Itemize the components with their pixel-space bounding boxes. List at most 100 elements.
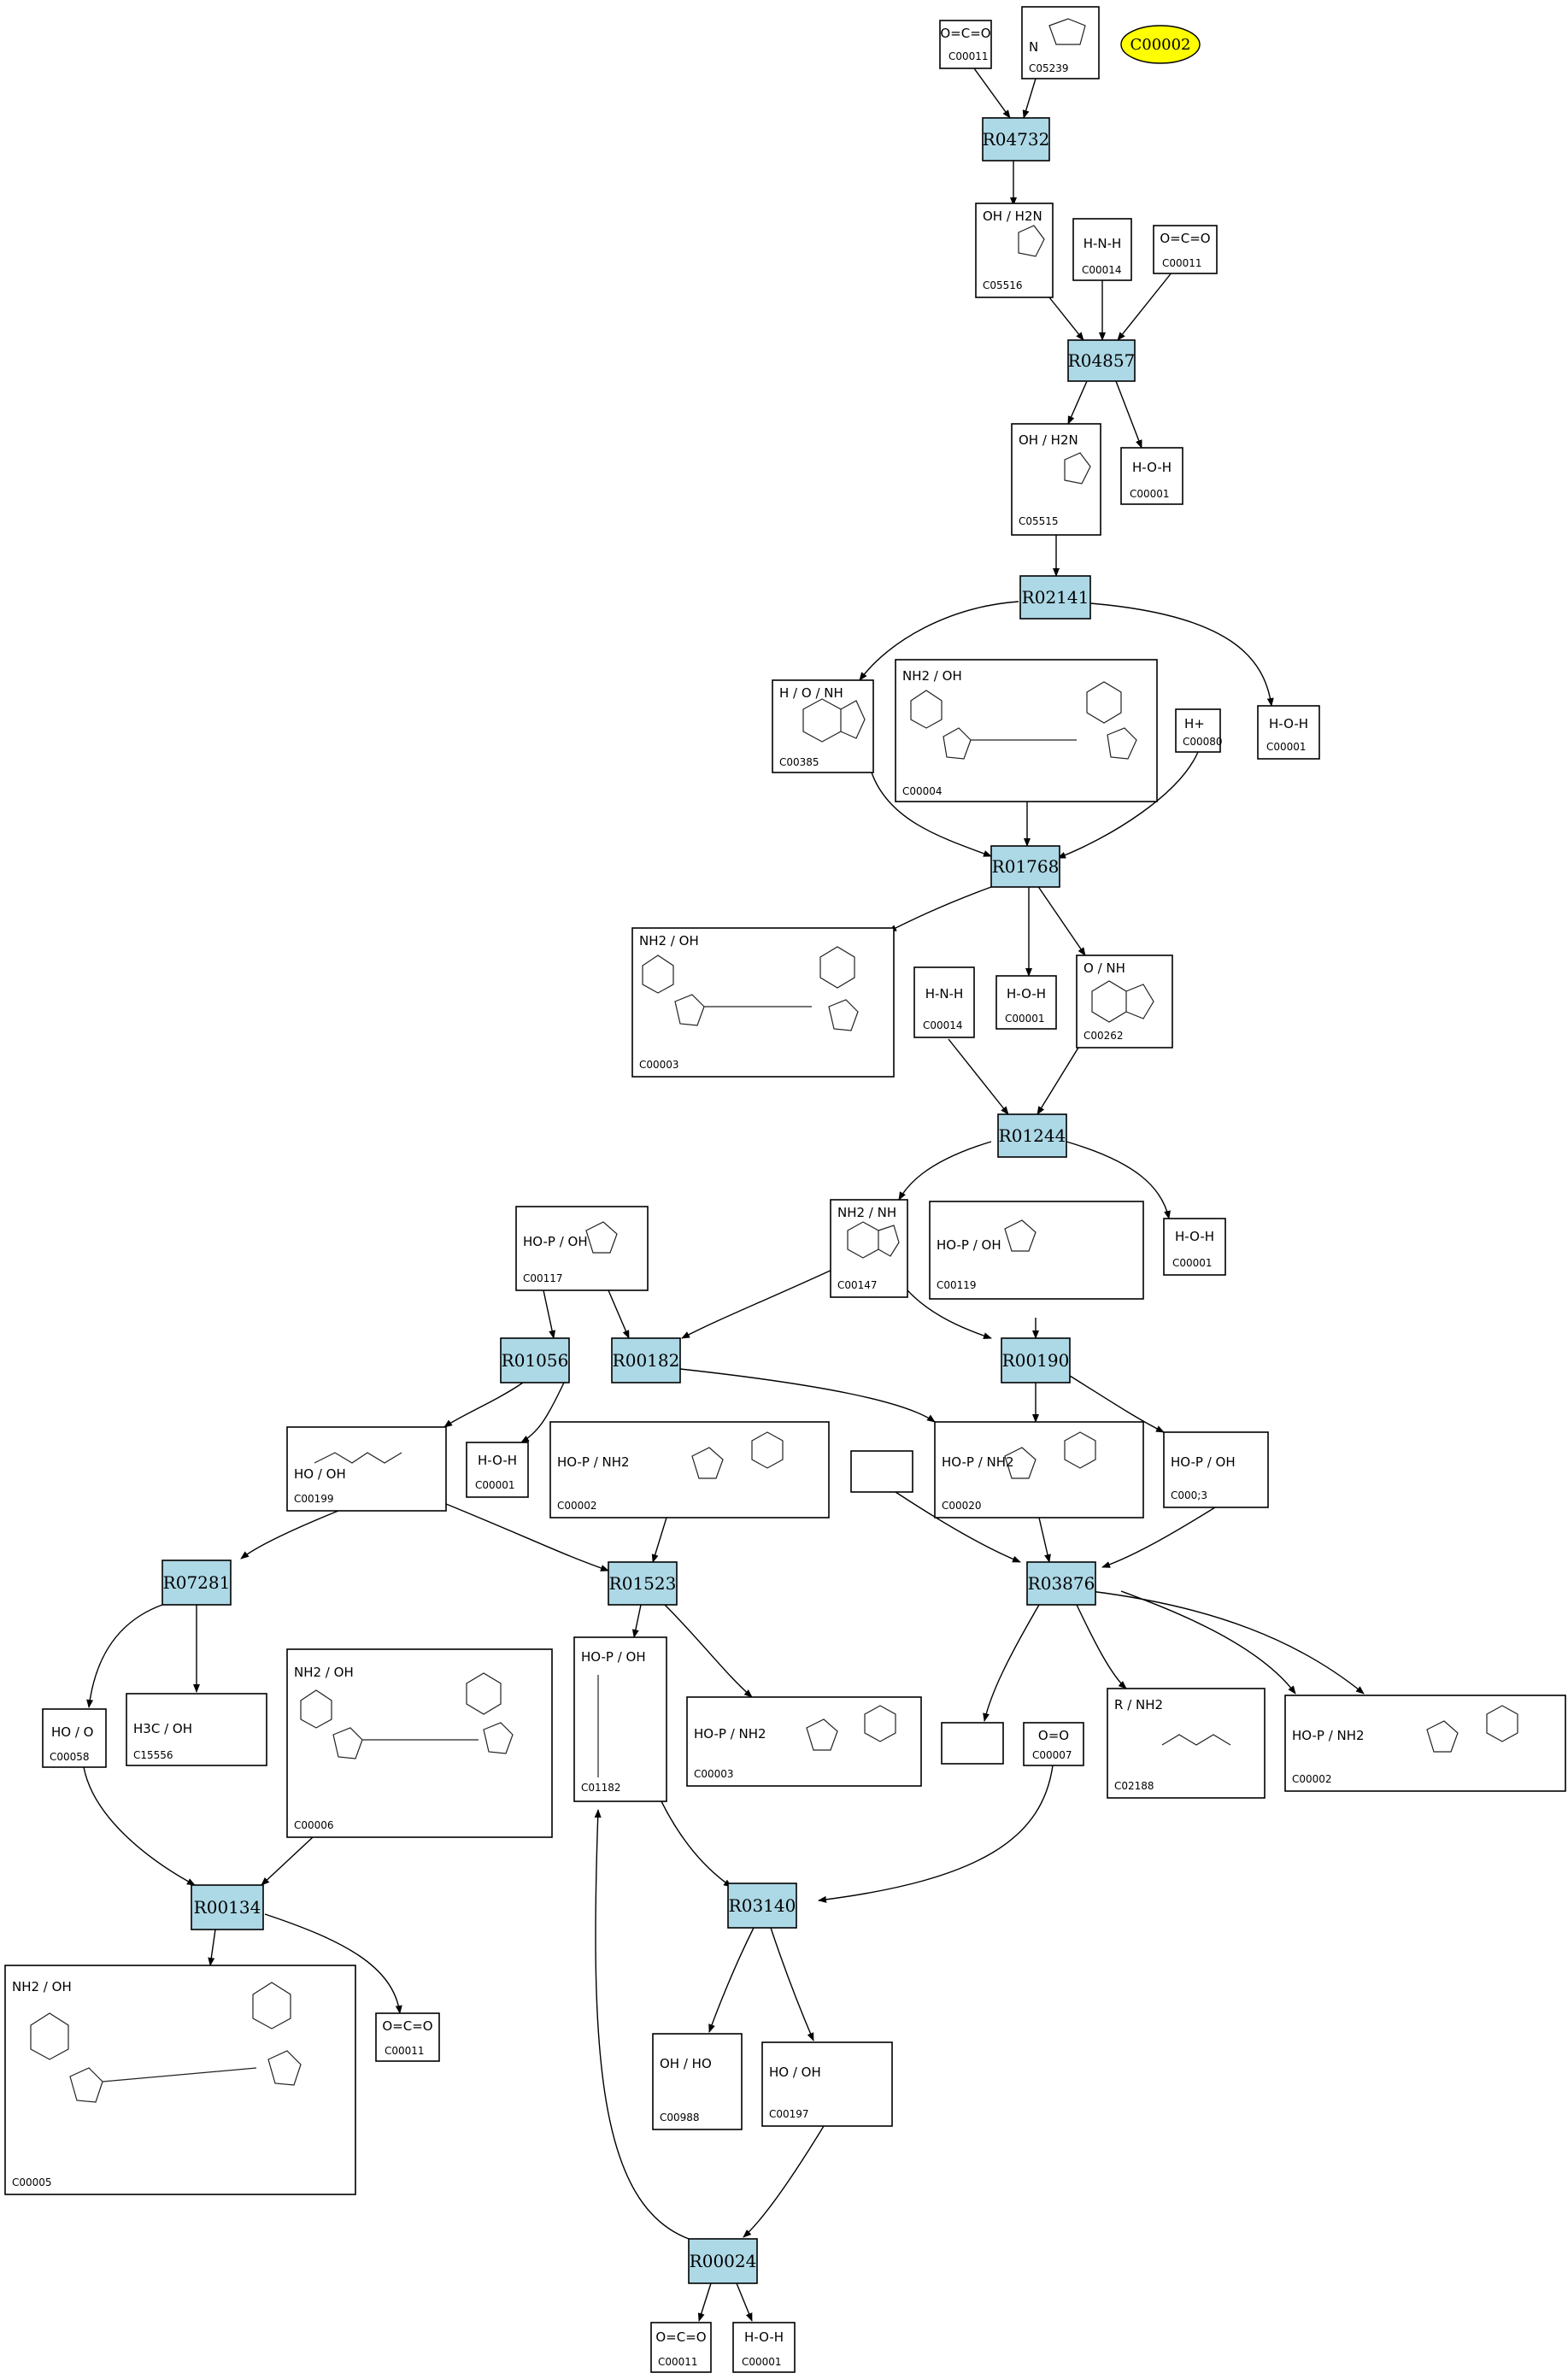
compound-c00001[interactable]: H-O-H C00001 xyxy=(732,2322,796,2373)
compound-c00013[interactable]: HO-P / OH C000;3 xyxy=(1163,1431,1269,1508)
compound-label: C00003 xyxy=(694,1768,734,1780)
structure-text: NH2 / OH xyxy=(639,933,699,949)
edges xyxy=(83,68,1365,2322)
compound-c00003[interactable]: HO-P / NH2 C00003 xyxy=(686,1696,922,1787)
reaction-r03140[interactable]: R03140 xyxy=(727,1883,797,1929)
compound-label: C00003 xyxy=(639,1059,679,1071)
compound-c00262[interactable]: O / NH C00262 xyxy=(1076,955,1173,1049)
compound-c00001[interactable]: H-O-H C00001 xyxy=(995,975,1057,1030)
compound-c00006[interactable]: NH2 / OH C00006 xyxy=(286,1648,553,1838)
reaction-r01768[interactable]: R01768 xyxy=(990,845,1060,888)
compound-c00199[interactable]: HO / OH C00199 xyxy=(286,1426,447,1512)
compound-c01182[interactable]: HO-P / OH C01182 xyxy=(573,1636,667,1802)
compound-c05515[interactable]: OH / H2N C05515 xyxy=(1011,423,1101,536)
compound-label: C05515 xyxy=(1019,515,1059,527)
structure-text: O=O xyxy=(1038,1728,1069,1743)
reaction-label: R01244 xyxy=(999,1125,1066,1146)
structure-text: HO-P / OH xyxy=(581,1649,646,1665)
structure-text: HO-P / OH xyxy=(1171,1454,1236,1470)
compound-label: C15556 xyxy=(133,1749,173,1761)
reaction-r04732[interactable]: R04732 xyxy=(982,117,1050,162)
compound-c00001[interactable]: H-O-H C00001 xyxy=(1257,705,1320,760)
reaction-label: R01523 xyxy=(609,1573,677,1594)
compound-c00988[interactable]: OH / HO C00988 xyxy=(652,2033,743,2130)
compound-blank[interactable] xyxy=(850,1450,913,1493)
compound-c00011[interactable]: O=C=O C00011 xyxy=(375,2012,440,2062)
compound-c02188[interactable]: R / NH2 C02188 xyxy=(1107,1688,1266,1799)
reaction-r04857[interactable]: R04857 xyxy=(1067,339,1136,382)
compound-c00080[interactable]: H+ C00080 xyxy=(1175,708,1223,753)
reaction-r00024[interactable]: R00024 xyxy=(688,2238,758,2284)
compound-label: C05239 xyxy=(1029,62,1069,74)
compound-c00001[interactable]: H-O-H C00001 xyxy=(1120,447,1183,505)
reaction-label: R00190 xyxy=(1002,1350,1070,1371)
reaction-label: R04857 xyxy=(1068,350,1136,371)
reaction-label: R03876 xyxy=(1028,1573,1095,1594)
compound-label: C00058 xyxy=(50,1751,90,1763)
compound-c00197[interactable]: HO / OH C00197 xyxy=(761,2041,893,2127)
compound-label: C00011 xyxy=(658,2356,698,2368)
structure-text: H-O-H xyxy=(1175,1229,1214,1244)
structure-text: H3C / OH xyxy=(133,1721,192,1736)
compound-label: C00199 xyxy=(294,1493,334,1505)
structure-text: NH2 / NH xyxy=(837,1205,896,1220)
compound-c00147[interactable]: NH2 / NH C00147 xyxy=(830,1199,908,1298)
compound-c00001[interactable]: H-O-H C00001 xyxy=(466,1442,529,1498)
reaction-r01523[interactable]: R01523 xyxy=(608,1561,678,1606)
compound-c00011[interactable]: O=C=O C00011 xyxy=(1153,225,1218,274)
structure-text: O=C=O xyxy=(1160,231,1210,246)
highlight-label: C00002 xyxy=(1130,36,1190,54)
compound-c00011[interactable]: O=C=O C00011 xyxy=(650,2322,712,2373)
reaction-r01244[interactable]: R01244 xyxy=(997,1113,1067,1158)
compound-c00011[interactable]: O=C=O C00011 xyxy=(939,20,992,69)
compound-label: C000;3 xyxy=(1171,1489,1207,1501)
reaction-label: R07281 xyxy=(163,1572,231,1593)
compound-label: C00119 xyxy=(937,1279,977,1291)
compound-c00004[interactable]: NH2 / OH C00004 xyxy=(895,659,1158,802)
structure-text: H / O / NH xyxy=(779,685,843,701)
reaction-r01056[interactable]: R01056 xyxy=(500,1337,570,1383)
structure-text: H-O-H xyxy=(1007,986,1046,1002)
compound-label: C00001 xyxy=(1130,488,1170,500)
reaction-r00182[interactable]: R00182 xyxy=(611,1337,681,1383)
compound-c00117[interactable]: HO-P / OH C00117 xyxy=(515,1206,649,1291)
structure-text: HO / OH xyxy=(294,1466,346,1482)
compound-c00002[interactable]: HO-P / NH2 C00002 xyxy=(549,1421,830,1518)
structure-text: O=C=O xyxy=(382,2018,432,2034)
reaction-r07281[interactable]: R07281 xyxy=(161,1560,232,1606)
compound-label: C00117 xyxy=(523,1272,563,1284)
compound-label: C00385 xyxy=(779,756,819,768)
compound-c00007[interactable]: O=O C00007 xyxy=(1023,1722,1084,1766)
compound-c00020[interactable]: HO-P / NH2 C00020 xyxy=(934,1421,1144,1518)
compound-c05516[interactable]: OH / H2N C05516 xyxy=(975,203,1054,298)
reaction-label: R04732 xyxy=(983,129,1050,150)
reaction-r02141[interactable]: R02141 xyxy=(1019,575,1091,620)
structure-text: HO-P / OH xyxy=(937,1237,1001,1253)
compound-c00014[interactable]: H-N-H C00014 xyxy=(1072,218,1132,281)
compound-c00001[interactable]: H-O-H C00001 xyxy=(1163,1218,1226,1276)
compound-blank[interactable] xyxy=(941,1722,1004,1765)
compound-c00005[interactable]: NH2 / OH C00005 xyxy=(4,1965,356,2195)
highlight-compound-c00002[interactable]: C00002 xyxy=(1120,25,1201,64)
structure-text: NH2 / OH xyxy=(902,668,962,684)
compound-label: C00988 xyxy=(660,2112,700,2123)
compound-c05239[interactable]: N C05239 xyxy=(1021,6,1100,79)
structure-text: H-O-H xyxy=(1269,716,1308,731)
compound-c00002[interactable]: HO-P / NH2 C00002 xyxy=(1284,1695,1566,1792)
structure-text: O / NH xyxy=(1084,960,1125,976)
compound-c00385[interactable]: H / O / NH C00385 xyxy=(772,679,874,773)
compound-c00058[interactable]: HO / O C00058 xyxy=(42,1708,107,1768)
compound-label: C01182 xyxy=(581,1782,621,1794)
compound-c00014[interactable]: H-N-H C00014 xyxy=(913,966,975,1038)
reaction-r00134[interactable]: R00134 xyxy=(191,1884,264,1930)
compound-label: C00014 xyxy=(923,1019,963,1031)
structure-text: O=C=O xyxy=(655,2329,706,2345)
compound-c00119[interactable]: HO-P / OH C00119 xyxy=(929,1201,1144,1300)
compound-label: C00020 xyxy=(942,1500,982,1512)
compound-c15556[interactable]: H3C / OH C15556 xyxy=(126,1693,267,1766)
reaction-r00190[interactable]: R00190 xyxy=(1001,1337,1071,1383)
reaction-r03876[interactable]: R03876 xyxy=(1026,1561,1096,1606)
structure-text: HO-P / NH2 xyxy=(942,1454,1014,1470)
compound-c00003[interactable]: NH2 / OH C00003 xyxy=(631,927,895,1078)
